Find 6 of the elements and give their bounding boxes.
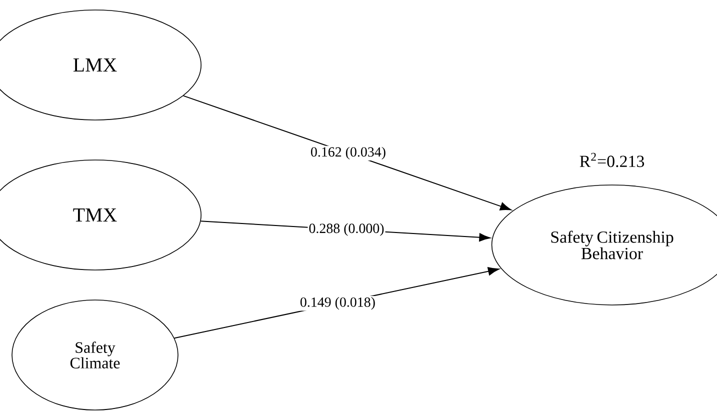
edge-label: 0.162 (0.034) bbox=[311, 146, 386, 160]
arrow bbox=[183, 95, 512, 210]
edge-label: 0.149 (0.018) bbox=[300, 297, 375, 310]
r-squared-label: R$^{2}$=0.213 bbox=[580, 152, 644, 168]
edge-label: 0.288 (0.000) bbox=[309, 223, 384, 236]
ellipse-node: Safety Climate bbox=[12, 300, 178, 410]
